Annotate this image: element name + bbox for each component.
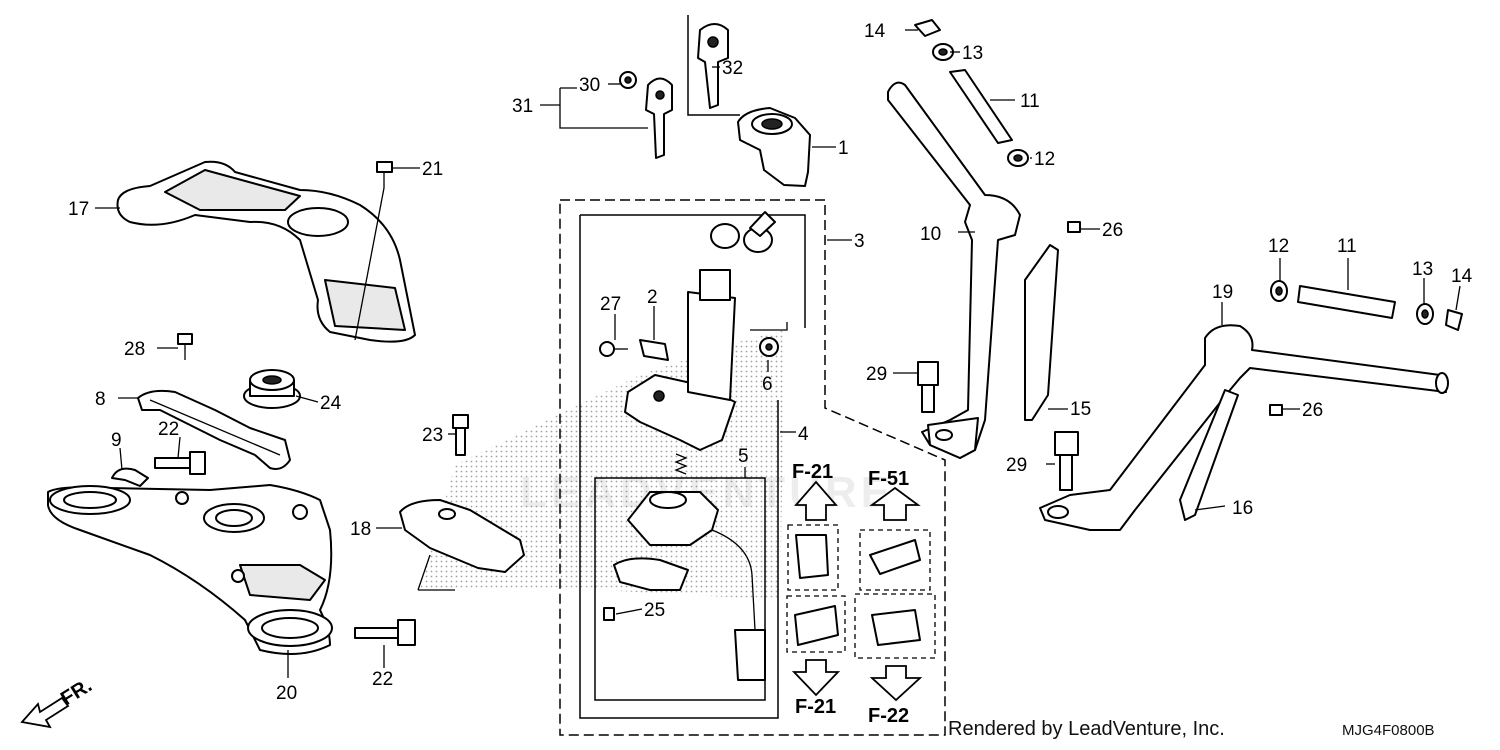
callout-19: 19 [1212,282,1233,303]
part-22-bolt-bottom[interactable] [354,619,416,646]
leader-lines [95,29,1461,678]
callout-11-right: 11 [1337,236,1357,257]
part-20-bottom-bridge[interactable] [47,484,333,655]
rendered-by-credit: Rendered by LeadVenture, Inc. [948,718,1225,740]
callout-18: 18 [350,519,371,540]
callout-30: 30 [579,75,600,96]
key-cylinder-c[interactable] [794,605,839,646]
callout-31: 31 [512,96,533,117]
part-29-bolt-bottom[interactable] [1054,431,1079,491]
box-3-outline [559,199,946,736]
diagram-code: MJG4F0800B [1342,722,1435,739]
part-16-harness-bracket[interactable] [1179,389,1239,521]
callout-16: 16 [1232,498,1253,519]
part-30-nut[interactable] [619,71,637,89]
part-11-weight-right[interactable] [1297,285,1396,319]
callout-12-right: 12 [1268,236,1289,257]
key-cylinder-a[interactable] [795,534,829,579]
callout-22-bottom: 22 [372,669,393,690]
callout-17: 17 [68,199,89,220]
arrow-down-f22 [869,665,923,702]
callout-1: 1 [838,138,849,159]
part-9-clip[interactable] [111,467,149,487]
part-22-bolt-left[interactable] [154,451,206,475]
callout-24: 24 [320,393,342,414]
figure-ref-f51: F-51 [868,468,909,490]
callout-32: 32 [722,58,743,79]
callout-2: 2 [647,287,658,308]
part-31-key[interactable] [645,77,673,159]
part-23-bolt[interactable] [452,414,469,456]
callout-28: 28 [124,339,145,360]
callout-11-top: 11 [1020,91,1040,112]
callout-14-top: 14 [864,21,886,42]
callout-26-top: 26 [1102,220,1123,241]
callout-29-top: 29 [866,364,887,385]
arrow-up-f51 [869,486,921,521]
part-8-bracket[interactable] [137,389,291,470]
callout-29-bottom: 29 [1006,455,1027,476]
callout-21: 21 [422,159,443,180]
part-14-clip-top[interactable] [914,19,941,37]
callouts: 1 2 3 4 5 6 8 9 10 11 11 12 12 13 13 14 … [68,21,1473,727]
part-13-cap-right[interactable] [1416,303,1434,325]
callout-20: 20 [276,683,297,704]
arrow-up-f21 [794,480,838,521]
callout-8: 8 [95,389,106,410]
part-15-harness-bracket[interactable] [1024,244,1059,421]
callout-12-top: 12 [1034,149,1055,170]
part-32-key[interactable] [697,23,729,109]
part-14-clip-right[interactable] [1445,309,1463,331]
part-12-nut-right[interactable] [1270,280,1288,302]
callout-27: 27 [600,294,621,315]
callout-9: 9 [111,430,122,451]
part-25-screw[interactable] [603,607,615,621]
arrow-down-f21 [791,659,841,697]
box-5-outline [594,477,766,701]
spring [674,453,688,475]
callout-10: 10 [920,224,941,245]
part-26-screw-top[interactable] [1067,221,1081,233]
part-11-weight-top[interactable] [949,69,1013,144]
box-4-outline [580,214,806,328]
callout-4: 4 [798,424,809,445]
key-cylinder-d[interactable] [871,609,921,646]
part-19-left-handlebar[interactable] [1039,324,1449,531]
part-26-screw-bottom[interactable] [1269,404,1283,416]
part-28-bolt[interactable] [177,333,193,360]
part-12-nut-top[interactable] [1007,149,1029,167]
part-1-key-cover[interactable] [737,107,811,187]
part-21-bolt[interactable] [376,161,393,188]
figure-ref-f22: F-22 [868,705,909,727]
part-6-cap[interactable] [759,337,779,357]
part-27-screw[interactable] [599,341,628,357]
callout-15: 15 [1070,399,1091,420]
front-direction-arrow: FR. [20,675,96,729]
callout-14-right: 14 [1451,266,1473,287]
key-cylinder-b[interactable] [869,539,921,575]
figure-ref-f21-top: F-21 [792,461,833,483]
callout-13-right: 13 [1412,259,1433,280]
callout-3: 3 [854,231,865,252]
callout-22-left: 22 [158,419,179,440]
part-10-right-handlebar[interactable] [887,81,1021,459]
callout-6: 6 [762,374,773,395]
callout-13-top: 13 [962,43,983,64]
figure-ref-f21-bottom: F-21 [795,696,836,718]
callout-23: 23 [422,425,443,446]
callout-25: 25 [644,600,665,621]
callout-26-bottom: 26 [1302,400,1323,421]
part-17-top-cover[interactable] [116,160,416,343]
part-2-ignition-switch[interactable] [624,211,776,451]
part-24-nut[interactable] [243,369,301,409]
callout-5: 5 [738,446,749,467]
part-5-switch[interactable] [613,491,766,681]
part-18-plate[interactable] [399,499,525,591]
part-29-bolt-top[interactable] [917,361,939,413]
